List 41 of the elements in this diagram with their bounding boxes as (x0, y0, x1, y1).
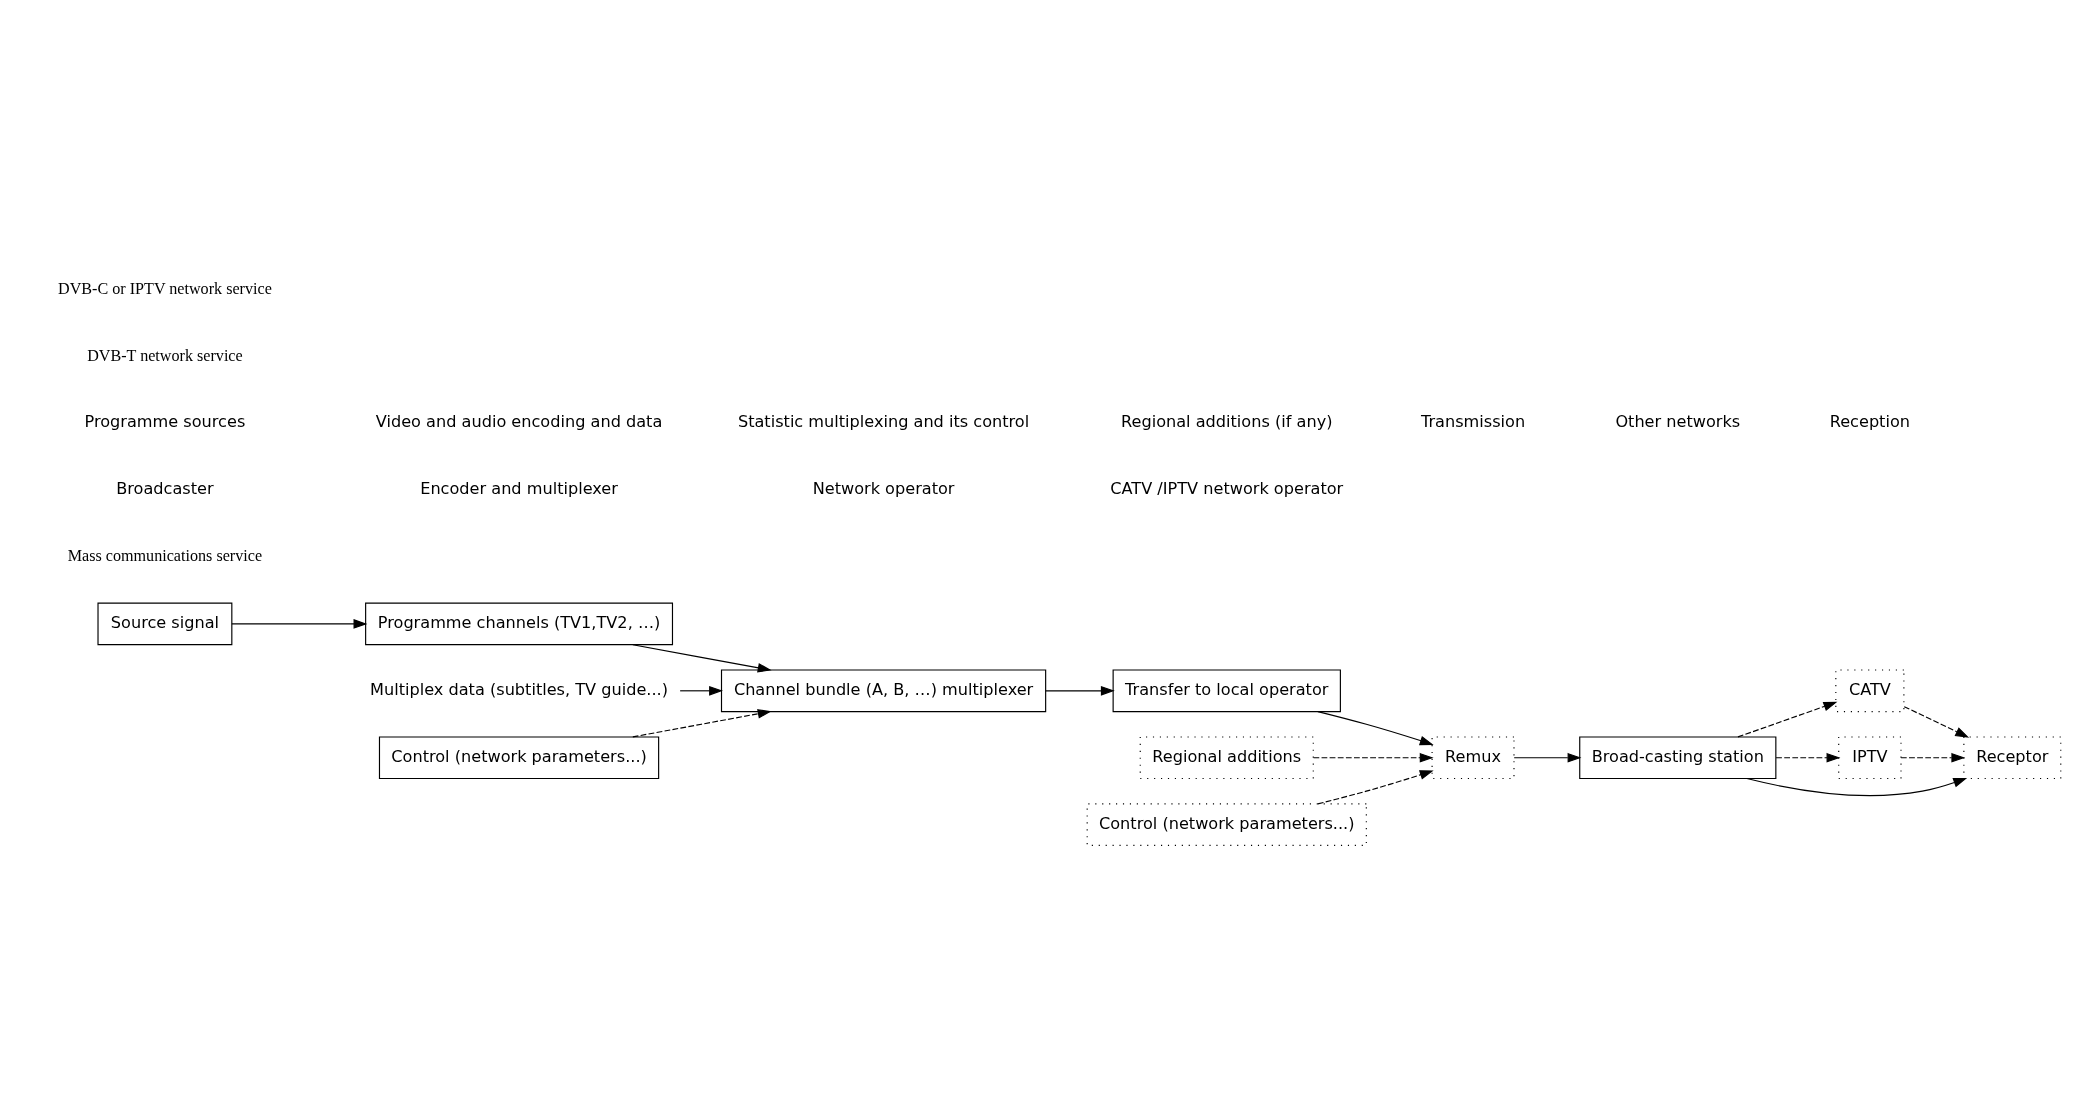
label: Mass communications service (67, 546, 263, 564)
arrow (1513, 752, 1582, 763)
arrow (679, 685, 723, 696)
label: Network operator (812, 478, 955, 498)
label: Regional additions (if any) (1121, 411, 1333, 431)
label: Reception (1829, 411, 1911, 431)
arrow (1900, 752, 1966, 763)
node-box: CATV (1835, 668, 1905, 712)
node-box: IPTV (1838, 735, 1902, 779)
node-box: Transfer to local operator (1112, 668, 1341, 712)
label: DVB-C or IPTV network service (58, 279, 272, 297)
label: Statistic multiplexing and its control (737, 411, 1030, 431)
node-box: Regional additions (1139, 735, 1314, 779)
label: Video and audio encoding and data (375, 411, 663, 431)
node-text: Multiplex data (subtitles, TV guide...) (370, 679, 669, 699)
label: Encoder and multiplexer (420, 478, 618, 498)
label: Other networks (1615, 411, 1741, 431)
node-box: Channel bundle (A, B, …) multiplexer (720, 668, 1047, 712)
arrow (632, 643, 772, 673)
label: Programme sources (84, 411, 246, 431)
label: CATV /IPTV network operator (1110, 478, 1344, 498)
node-box: Programme channels (TV1,TV2, …) (365, 602, 674, 645)
arrow (1045, 685, 1115, 696)
arrow (1317, 769, 1434, 804)
arrow (632, 708, 772, 737)
node-box: Control (network parameters...) (378, 735, 660, 779)
arrow (1737, 701, 1838, 737)
label: Broadcaster (116, 478, 214, 498)
label: DVB-T network service (87, 346, 243, 364)
arrow (1903, 705, 1970, 738)
node-box: Remux (1431, 735, 1515, 779)
node-box: Broad-casting station (1579, 735, 1777, 779)
node-box: Receptor (1963, 735, 2062, 779)
arrow (1317, 710, 1434, 745)
arrow (231, 618, 368, 629)
arrow (1775, 752, 1841, 763)
arrow (1746, 777, 1968, 796)
arrow (1313, 752, 1434, 763)
label: Transmission (1420, 411, 1526, 431)
node-box: Source signal (97, 602, 233, 645)
node-box: Control (network parameters...) (1086, 802, 1367, 846)
